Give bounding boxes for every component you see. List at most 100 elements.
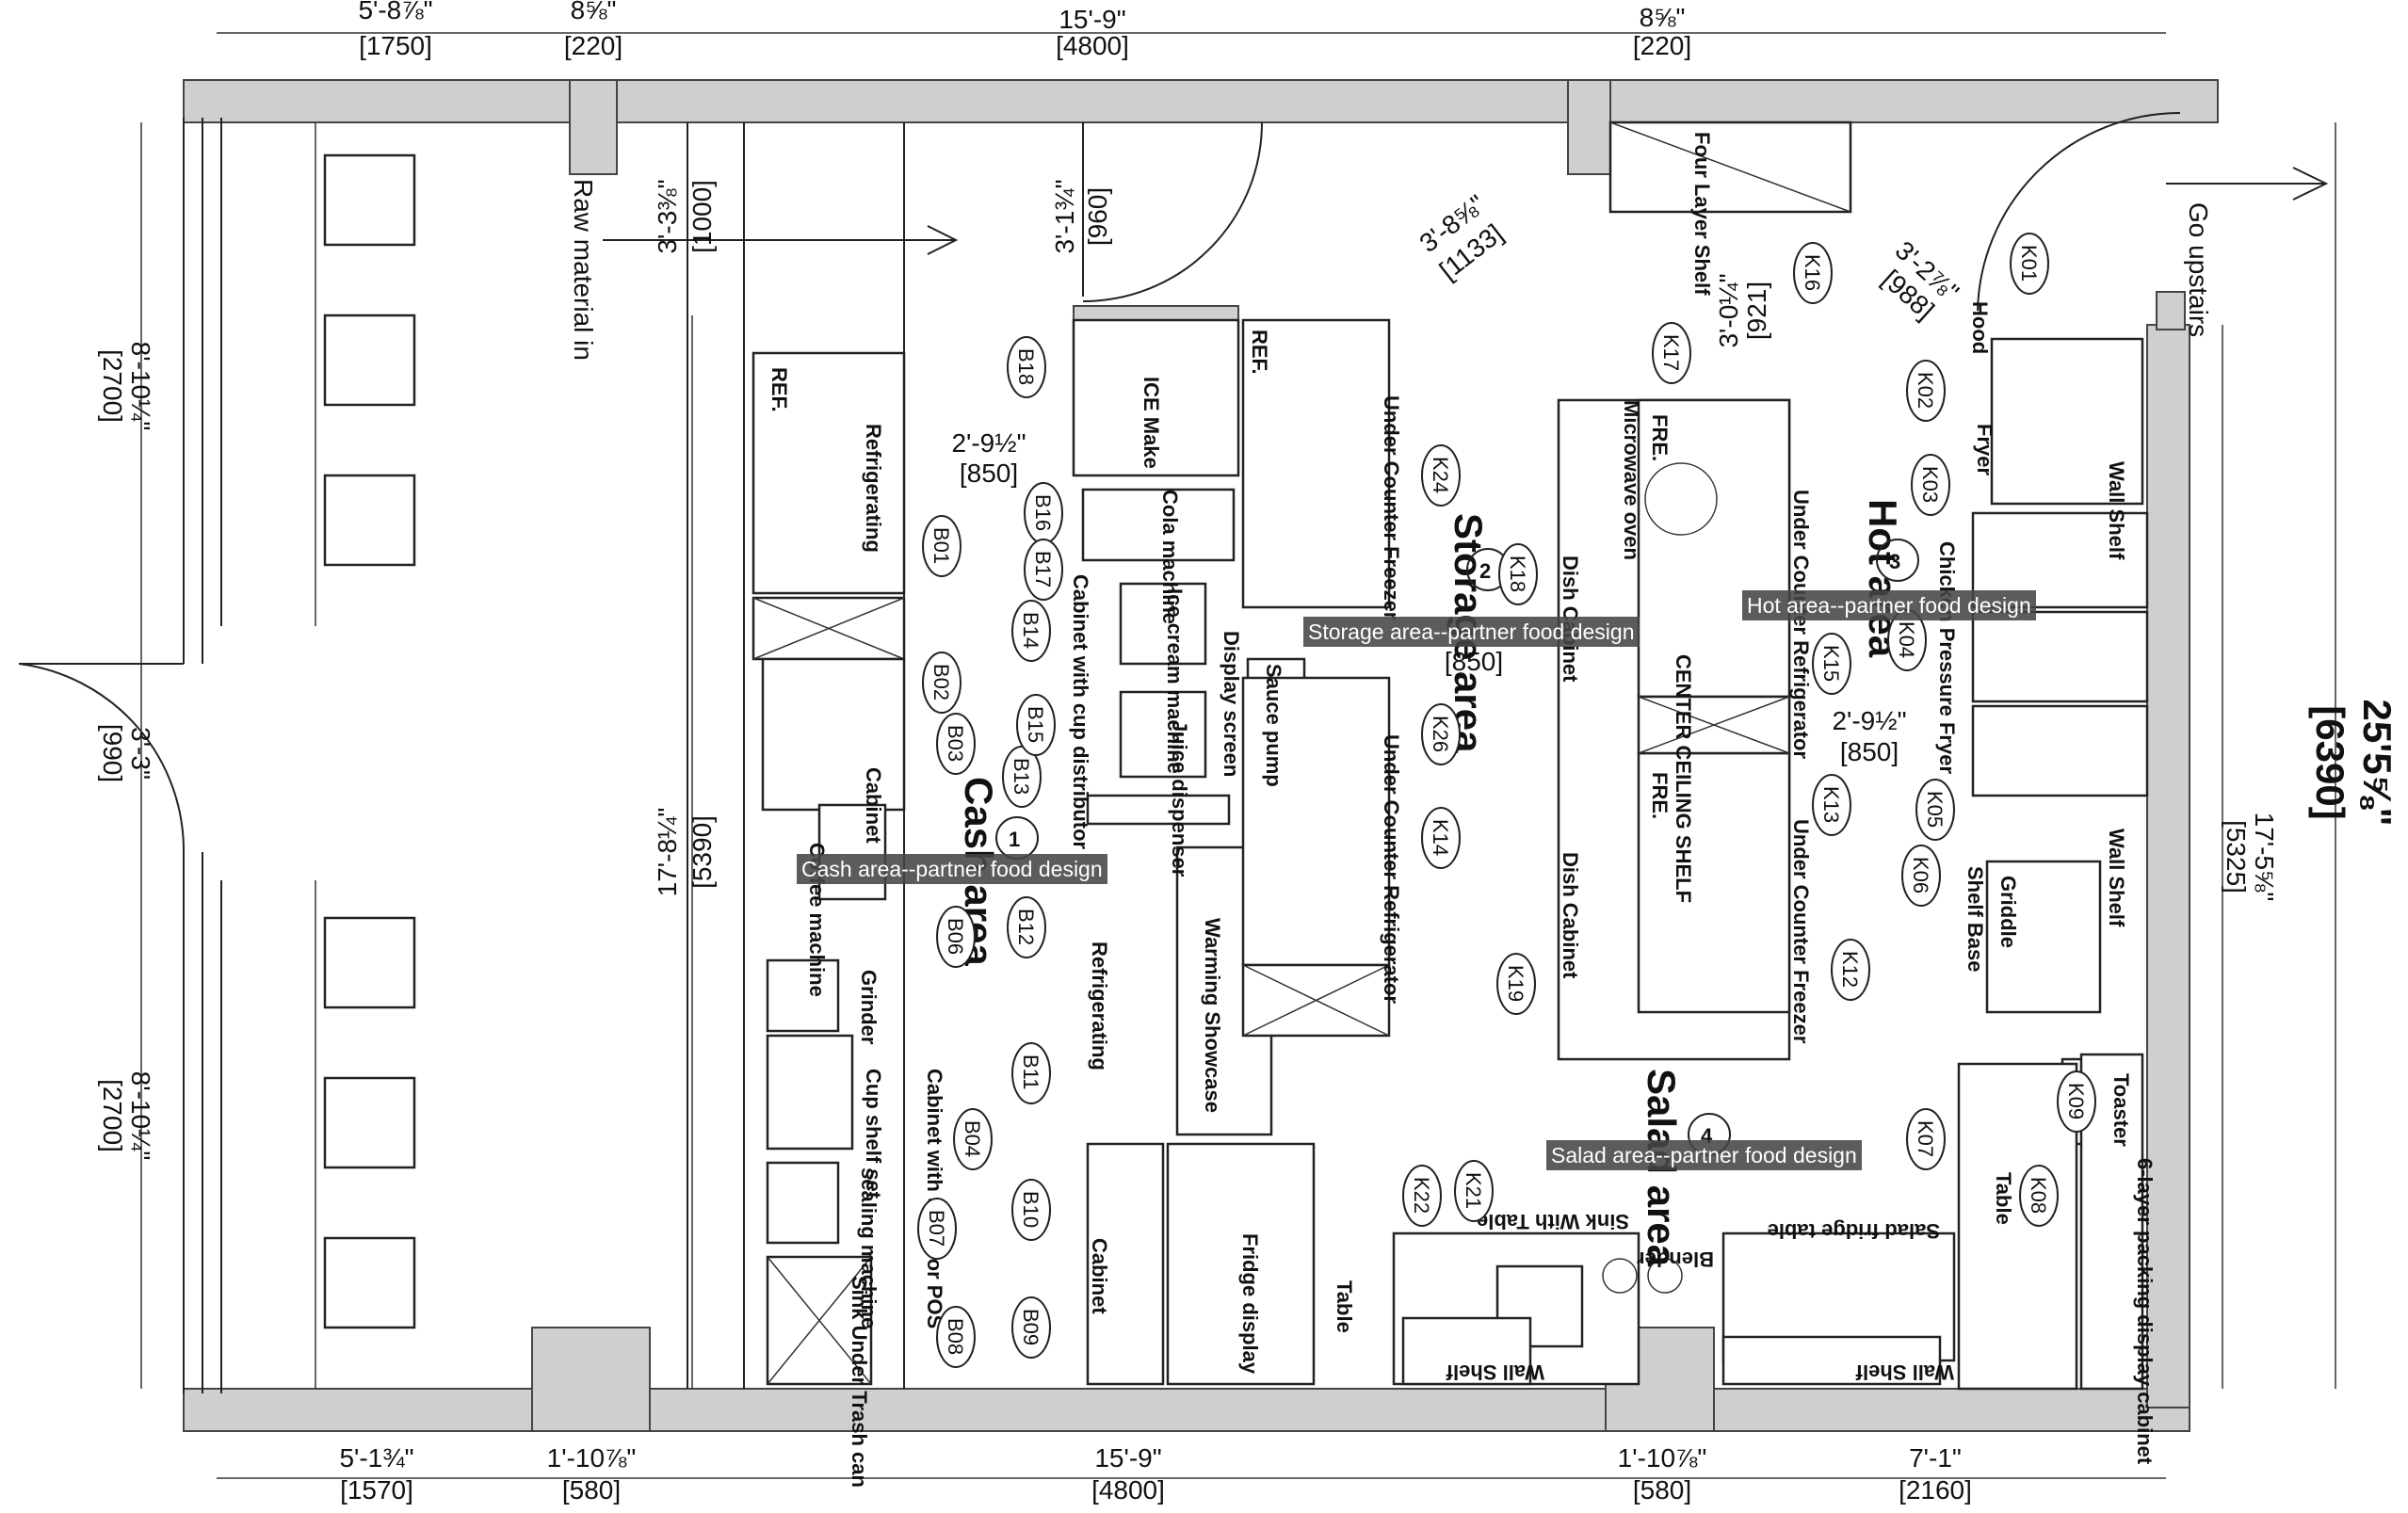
tag-b14: B14 [1011, 600, 1051, 662]
dim-right-inner-ft: 17'-5⅝" [2250, 813, 2279, 902]
tag-ellipse-b09 [1011, 1296, 1051, 1359]
uc-freezer-hot-label: Under Counter Freezer [1789, 819, 1813, 1044]
wall-shelf-1-label: Wall Shelf [2105, 461, 2128, 560]
dim-inner-left-mm: [5390] [687, 815, 717, 889]
tag-text-k05: K05 [1923, 791, 1947, 828]
storage-area-caption: Storage area--partner food design [1303, 617, 1640, 647]
tag-text-k14: K14 [1429, 819, 1452, 856]
dim-bot-4-ft: 1'-10⅞" [1618, 1443, 1707, 1473]
tag-ellipse-b17 [1024, 539, 1063, 601]
sauce-pump-label: Sauce pump [1262, 664, 1285, 787]
tag-ellipse-k06 [1901, 845, 1941, 907]
tag-ellipse-k22 [1402, 1165, 1442, 1227]
dim-top-1-ft: 5'-8⅞" [358, 0, 432, 24]
tag-text-b06: B06 [944, 918, 967, 955]
uc-fridge-hot-label: Under Counter Refrigerator [1789, 490, 1813, 759]
tag-text-b15: B15 [1024, 706, 1047, 743]
dim-top-4-ft: 8⅝" [1640, 3, 1686, 32]
tag-text-k24: K24 [1429, 457, 1452, 493]
dim-bot-1-ft: 5'-1¾" [339, 1443, 413, 1473]
tag-ellipse-b06 [936, 906, 976, 968]
tag-k18: K18 [1498, 543, 1538, 605]
dim-k17-ft: 3'-0¼" [1714, 273, 1743, 347]
cup-shelf [766, 1034, 854, 1151]
tag-k07: K07 [1906, 1108, 1946, 1170]
dim-bot-3-mm: [4800] [1091, 1475, 1165, 1505]
dim-bot-2-ft: 1'-10⅞" [547, 1443, 637, 1473]
tag-b01: B01 [922, 515, 962, 577]
tag-text-k19: K19 [1504, 965, 1527, 1002]
hot-area-number: 3 [1889, 550, 1900, 573]
wall-right-upper [2156, 291, 2186, 330]
dim-right-total-mm: [6390] [2308, 705, 2352, 819]
juice-dispenser [1119, 690, 1207, 779]
tag-b18: B18 [1007, 336, 1046, 398]
tag-ellipse-k21 [1454, 1160, 1494, 1222]
tag-b09: B09 [1011, 1296, 1051, 1359]
dims-top: 5'-8⅞" [1750] 8⅝" [220] 15'-9" [4800] 8⅝… [358, 0, 1691, 60]
tag-text-b17: B17 [1031, 551, 1055, 587]
dim-aisle1-ft: 2'-9½" [951, 428, 1026, 458]
display-screen-label: Display screen [1220, 631, 1243, 777]
tag-text-b16: B16 [1031, 494, 1055, 531]
tag-b06: B06 [936, 906, 976, 968]
microwave-oven [1644, 462, 1718, 536]
tag-ellipse-b03 [936, 713, 976, 775]
tag-ellipse-k18 [1498, 543, 1538, 605]
tag-b11: B11 [1011, 1042, 1051, 1104]
tag-ellipse-b15 [1016, 694, 1056, 756]
tag-text-k13: K13 [1819, 786, 1843, 823]
tag-text-b18: B18 [1014, 348, 1038, 385]
warming-label: Warming Showcase [1201, 918, 1224, 1113]
tag-ellipse-b14 [1011, 600, 1051, 662]
tag-k01: K01 [2010, 233, 2049, 295]
dim-aisle2-mm: [850] [1840, 737, 1899, 766]
dish-cabinet-2-label: Dish Cabinet [1559, 852, 1582, 979]
hot-area-caption: Hot area--partner food design [1742, 590, 2036, 620]
tag-ellipse-k02 [1906, 360, 1946, 422]
wall-shelf-2-label: Wall Shelf [2105, 829, 2128, 927]
dim-right-total-ft: 25'5⅝" [2355, 699, 2400, 826]
tag-ellipse-k01 [2010, 233, 2049, 295]
tag-ellipse-k09 [2057, 1070, 2096, 1133]
dim-bot-5-mm: [2160] [1899, 1475, 1972, 1505]
packing-label: 6-layer packing display cabinet [2133, 1158, 2157, 1465]
tag-text-k15: K15 [1819, 645, 1843, 682]
tag-ellipse-b08 [936, 1306, 976, 1368]
tag-k17: K17 [1652, 322, 1691, 384]
center-shelf-unit [1637, 751, 1791, 1014]
blender-1 [1602, 1258, 1638, 1294]
dim-left-1-mm: [2700] [98, 349, 127, 423]
tag-text-b08: B08 [944, 1318, 967, 1355]
dim-top-2-ft: 8⅝" [571, 0, 617, 24]
fre-label-2: FRE. [1648, 772, 1672, 819]
tag-k16: K16 [1793, 242, 1833, 304]
dim-bot-2-mm: [580] [562, 1475, 621, 1505]
refrigerating-unit [751, 351, 906, 595]
fryer [1990, 337, 2144, 506]
tag-ellipse-b07 [917, 1198, 957, 1260]
cup-shelf-label: Cup shelf set [862, 1069, 885, 1199]
tag-text-b12: B12 [1014, 909, 1038, 945]
center-shelf-label: CENTER CEILING SHELF [1672, 654, 1695, 903]
dim-raw-in-ft: 3'-3⅜" [653, 179, 682, 253]
table-mid-label: Table [1333, 1280, 1356, 1333]
dim-aisle1-mm: [850] [960, 459, 1018, 488]
dim-right-inner-mm: [5325] [2222, 820, 2251, 893]
wall-bottom [183, 1388, 2190, 1432]
tag-ellipse-k16 [1793, 242, 1833, 304]
tag-text-b10: B10 [1019, 1191, 1042, 1228]
tag-text-k06: K06 [1909, 857, 1932, 893]
tag-text-k22: K22 [1410, 1177, 1433, 1214]
tag-ellipse-b01 [922, 515, 962, 577]
table-right-label: Table [1992, 1172, 2015, 1225]
dim-aisle2-ft: 2'-9½" [1832, 706, 1906, 735]
dim-top-3-mm: [4800] [1056, 31, 1129, 60]
tag-text-k03: K03 [1918, 466, 1942, 503]
tag-ellipse-k07 [1906, 1108, 1946, 1170]
tag-k14: K14 [1421, 807, 1461, 869]
tag-text-k26: K26 [1429, 716, 1452, 752]
dim-inner-left-ft: 17'-8¼" [653, 808, 682, 897]
tag-b16: B16 [1024, 482, 1063, 544]
tag-k26: K26 [1421, 703, 1461, 765]
